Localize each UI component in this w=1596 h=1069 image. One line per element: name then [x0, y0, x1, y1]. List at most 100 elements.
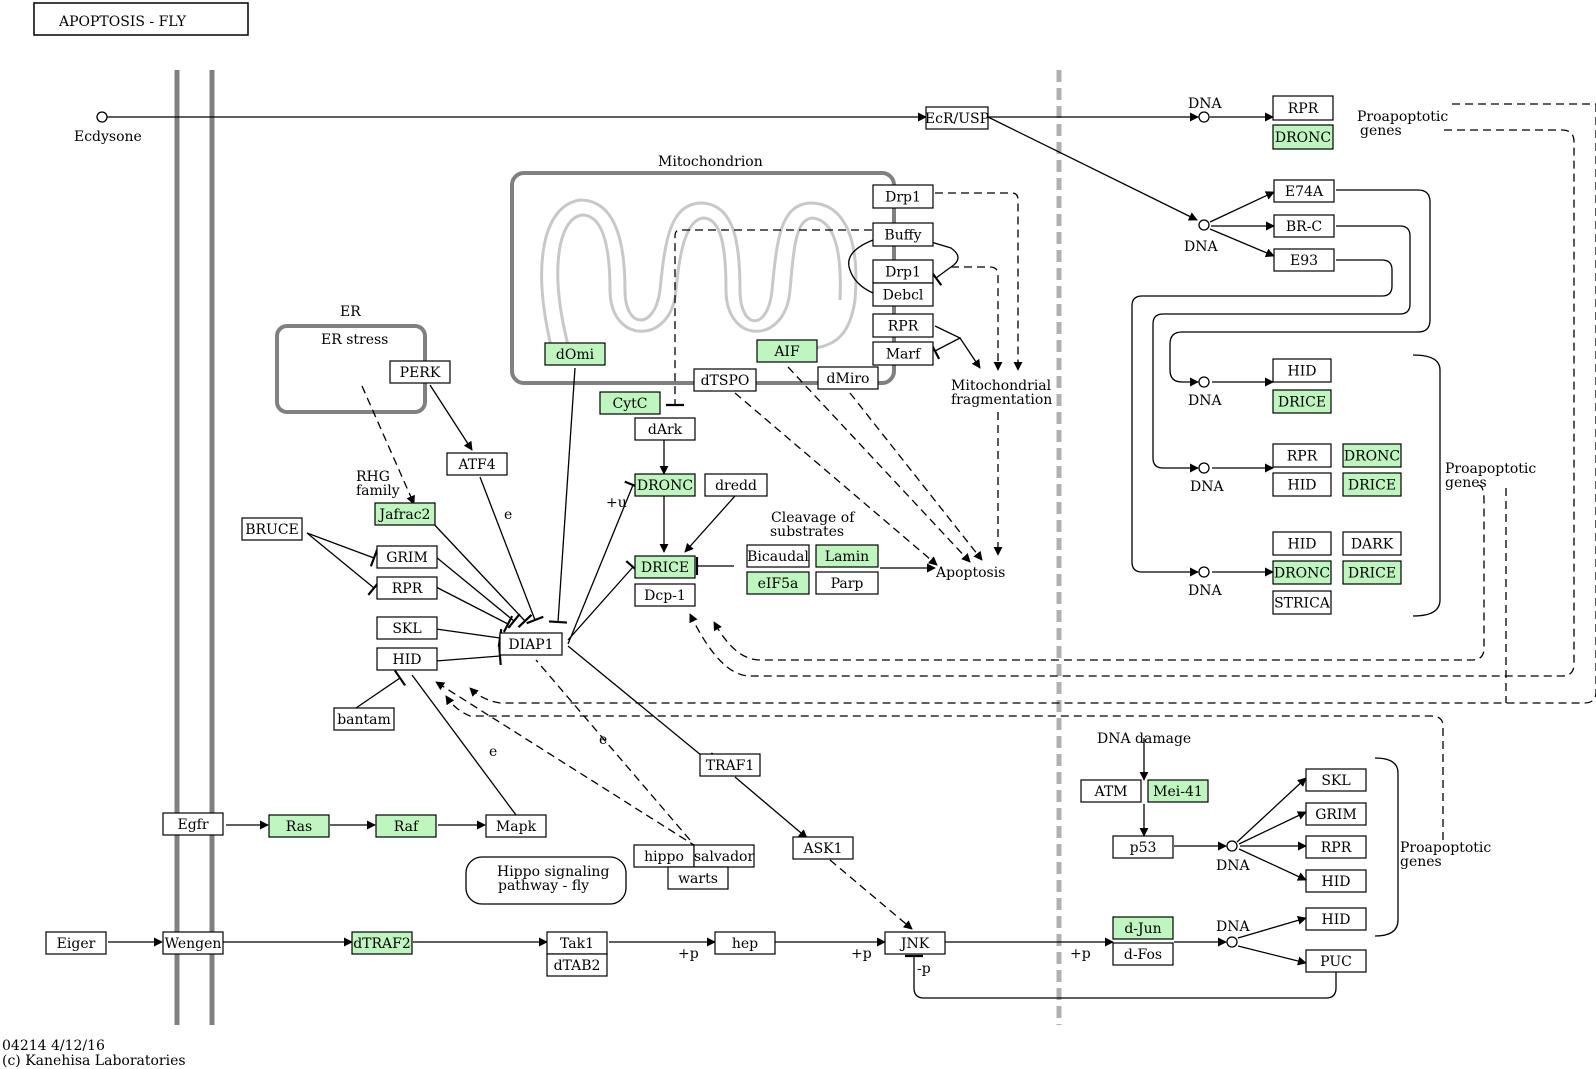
gene-node-hid-t3[interactable]: HID — [1272, 531, 1332, 556]
gene-node-egfr[interactable]: Egfr — [162, 812, 224, 836]
gene-node-box[interactable] — [241, 517, 303, 541]
gene-node-drice-t3[interactable]: DRICE — [1342, 560, 1402, 585]
gene-node-box[interactable] — [667, 866, 729, 890]
gene-node-box[interactable] — [1147, 779, 1209, 803]
gene-node-hep[interactable]: hep — [714, 931, 776, 955]
gene-node-raf[interactable]: Raf — [375, 814, 437, 838]
gene-node-box[interactable] — [1305, 768, 1367, 792]
gene-node-perk[interactable]: PERK — [389, 360, 451, 384]
gene-node-box[interactable] — [884, 931, 946, 955]
gene-node-debcl[interactable]: Debcl — [872, 282, 934, 307]
gene-node-warts[interactable]: warts — [667, 866, 729, 890]
gene-node-box[interactable] — [1342, 472, 1402, 497]
gene-node-brc[interactable]: BR-C — [1273, 214, 1335, 238]
gene-node-djun[interactable]: d-Jun — [1112, 916, 1174, 940]
gene-node-box[interactable] — [1342, 531, 1402, 556]
gene-node-salvador[interactable]: salvador — [693, 844, 755, 868]
gene-node-box[interactable] — [351, 931, 413, 955]
gene-node-box[interactable] — [872, 222, 934, 247]
gene-node-box[interactable] — [1272, 560, 1332, 585]
gene-node-box[interactable] — [268, 814, 330, 838]
gene-node-wengen[interactable]: Wengen — [162, 931, 224, 955]
gene-node-box[interactable] — [1272, 443, 1332, 468]
gene-node-box[interactable] — [634, 555, 696, 579]
gene-node-p53[interactable]: p53 — [1112, 835, 1174, 859]
gene-node-box[interactable] — [499, 632, 563, 656]
gene-node-dcp1[interactable]: Dcp-1 — [634, 583, 696, 607]
gene-node-atf4[interactable]: ATF4 — [446, 452, 508, 476]
gene-node-dtab2[interactable]: dTAB2 — [546, 953, 608, 977]
gene-node-rpr-t2[interactable]: RPR — [1272, 443, 1332, 468]
gene-node-box[interactable] — [1273, 248, 1335, 272]
gene-node-box[interactable] — [872, 282, 934, 307]
gene-node-box[interactable] — [485, 814, 547, 838]
gene-node-tak1[interactable]: Tak1 — [546, 931, 608, 955]
gene-node-box[interactable] — [756, 339, 818, 363]
gene-node-box[interactable] — [544, 342, 606, 366]
gene-node-box[interactable] — [45, 931, 107, 955]
gene-node-box[interactable] — [376, 545, 438, 569]
gene-node-box[interactable] — [1305, 869, 1367, 893]
gene-node-box[interactable] — [1342, 560, 1402, 585]
gene-node-box[interactable] — [389, 360, 451, 384]
gene-node-grim[interactable]: GRIM — [376, 545, 438, 569]
gene-node-box[interactable] — [872, 313, 934, 338]
gene-node-box[interactable] — [817, 366, 879, 390]
gene-node-box[interactable] — [333, 707, 395, 731]
gene-node-mei41[interactable]: Mei-41 — [1147, 779, 1209, 803]
gene-node-hid-r2[interactable]: HID — [1305, 907, 1367, 931]
gene-node-drice[interactable]: DRICE — [634, 555, 696, 579]
gene-node-dronc-t2[interactable]: DRONC — [1342, 443, 1402, 468]
gene-node-box[interactable] — [162, 812, 224, 836]
gene-node-rpr-m[interactable]: RPR — [872, 313, 934, 338]
gene-node-box[interactable] — [634, 417, 696, 441]
gene-node-box[interactable] — [872, 341, 934, 366]
gene-node-hid[interactable]: HID — [376, 647, 438, 671]
gene-node-box[interactable] — [1305, 949, 1367, 973]
gene-node-box[interactable] — [1272, 124, 1334, 150]
gene-node-dronc-t3[interactable]: DRONC — [1272, 560, 1332, 585]
gene-node-box[interactable] — [546, 953, 608, 977]
gene-node-cytc[interactable]: CytC — [599, 391, 661, 415]
gene-node-box[interactable] — [375, 814, 437, 838]
gene-node-marf[interactable]: Marf — [872, 341, 934, 366]
gene-node-strica-t3[interactable]: STRICA — [1272, 590, 1332, 615]
gene-node-box[interactable] — [1080, 779, 1142, 803]
gene-node-box[interactable] — [872, 184, 934, 209]
gene-node-box[interactable] — [1305, 802, 1367, 826]
gene-node-box[interactable] — [1272, 531, 1332, 556]
gene-node-box[interactable] — [1273, 214, 1335, 238]
gene-node-box[interactable] — [699, 753, 761, 777]
gene-node-box[interactable] — [1272, 590, 1332, 615]
gene-node-atm[interactable]: ATM — [1080, 779, 1142, 803]
gene-node-hid-r[interactable]: HID — [1305, 869, 1367, 893]
gene-node-box[interactable] — [925, 106, 989, 130]
gene-node-parp[interactable]: Parp — [815, 571, 879, 595]
gene-node-dredd[interactable]: dredd — [704, 473, 768, 497]
gene-node-box[interactable] — [376, 647, 438, 671]
gene-node-box[interactable] — [1342, 443, 1402, 468]
gene-node-rpr[interactable]: RPR — [376, 576, 438, 600]
gene-node-drice-t1[interactable]: DRICE — [1272, 389, 1332, 414]
gene-node-dark[interactable]: dArk — [634, 417, 696, 441]
gene-node-box[interactable] — [693, 368, 757, 392]
gene-node-grim-r[interactable]: GRIM — [1305, 802, 1367, 826]
gene-node-puc[interactable]: PUC — [1305, 949, 1367, 973]
gene-node-e93[interactable]: E93 — [1273, 248, 1335, 272]
gene-node-box[interactable] — [1272, 472, 1332, 497]
gene-node-dronc[interactable]: DRONC — [634, 473, 696, 497]
gene-node-dtraf2[interactable]: dTRAF2 — [351, 931, 413, 955]
hippo-pathway-link[interactable] — [465, 856, 627, 905]
gene-node-buffy[interactable]: Buffy — [872, 222, 934, 247]
gene-node-box[interactable] — [446, 452, 508, 476]
gene-node-traf1[interactable]: TRAF1 — [699, 753, 761, 777]
gene-node-drp1-a[interactable]: Drp1 — [872, 184, 934, 209]
ecdysone-compound[interactable] — [96, 111, 108, 123]
gene-node-box[interactable] — [1112, 942, 1174, 966]
gene-node-eiger[interactable]: Eiger — [45, 931, 107, 955]
gene-node-ask1[interactable]: ASK1 — [792, 836, 854, 860]
gene-node-ecr-usp[interactable]: EcR/USP — [925, 106, 989, 130]
gene-node-box[interactable] — [1112, 916, 1174, 940]
gene-node-jafrac2[interactable]: Jafrac2 — [374, 502, 436, 526]
gene-node-box[interactable] — [374, 502, 436, 526]
